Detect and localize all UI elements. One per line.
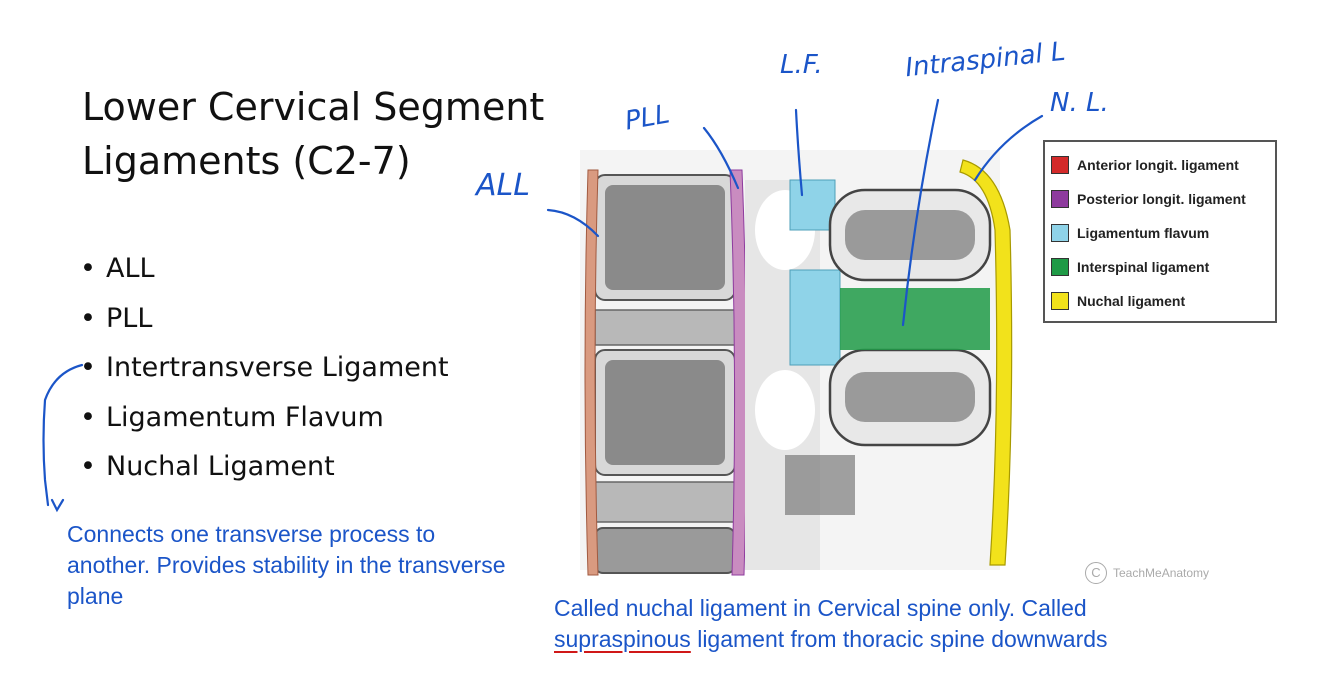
legend-item: Interspinal ligament	[1051, 250, 1269, 284]
bullet-item: • Ligamentum Flavum	[80, 393, 449, 443]
legend-item: Anterior longit. ligament	[1051, 148, 1269, 182]
bullet-item: • ALL	[80, 244, 449, 294]
ligament-bullet-list: • ALL • PLL • Intertransverse Ligament • Lig…	[80, 244, 449, 492]
bullet-item: • Nuchal Ligament	[80, 442, 449, 492]
interspinous-ligament	[840, 288, 990, 350]
ink-stroke	[546, 208, 600, 238]
legend-swatch	[1051, 224, 1069, 242]
slide-title-line-1: Lower Cervical Segment	[82, 85, 545, 129]
ink-stroke	[901, 98, 940, 327]
copyright-text: TeachMeAnatomy	[1113, 566, 1210, 580]
intertransverse-note: Connects one transverse process to anoth…	[67, 521, 506, 609]
nuchal-note-part-2: ligament from thoracic spine downwards	[690, 626, 1108, 652]
bullet-text: PLL	[106, 302, 153, 334]
bullet-dot: •	[80, 302, 96, 334]
legend-item: Posterior longit. ligament	[1051, 182, 1269, 216]
bullet-text: Ligamentum Flavum	[106, 401, 384, 433]
bullet-item: • Intertransverse Ligament	[80, 343, 449, 393]
legend-item: Nuchal ligament	[1051, 284, 1269, 318]
nuchal-note: Called nuchal ligament in Cervical spine…	[554, 593, 1114, 655]
legend-label: Ligamentum flavum	[1077, 225, 1210, 241]
bullet-dot: •	[80, 253, 96, 284]
bullet-text: Nuchal Ligament	[106, 451, 335, 482]
handwritten-label-nl: N. L.	[1050, 88, 1109, 118]
anterior-longitudinal-ligament	[584, 169, 599, 576]
ink-stroke	[973, 114, 1044, 182]
legend-label: Interspinal ligament	[1077, 259, 1210, 275]
handwritten-label-lf: L.F.	[780, 50, 823, 80]
legend-swatch	[1051, 292, 1069, 310]
legend-swatch	[1051, 258, 1069, 276]
legend-label: Anterior longit. ligament	[1077, 157, 1239, 173]
legend-label: Posterior longit. ligament	[1077, 191, 1246, 207]
slide-title: Lower Cervical Segment Ligaments (C2-7)	[82, 80, 544, 188]
ink-stroke	[794, 108, 804, 197]
legend-swatch	[1051, 190, 1069, 208]
bullet-item: • PLL	[80, 294, 449, 344]
nuchal-ligament	[959, 159, 1013, 566]
copyright-mark: C TeachMeAnatomy	[1085, 562, 1209, 584]
bullet-dot: •	[80, 352, 96, 383]
cervical-spine-illustration	[580, 150, 1013, 576]
ligament-legend: Anterior longit. ligament Posterior long…	[1043, 140, 1277, 323]
bullet-text: ALL	[106, 253, 155, 284]
slide-title-line-2: Ligaments (C2-7)	[82, 139, 411, 183]
nuchal-note-part-1: Called nuchal ligament in Cervical spine…	[554, 595, 1087, 621]
supraspinous-underlined: supraspinous	[554, 626, 691, 652]
legend-item: Ligamentum flavum	[1051, 216, 1269, 250]
vertebral-bodies	[594, 174, 736, 574]
bullet-text: Intertransverse Ligament	[106, 352, 449, 383]
bullet-dot: •	[80, 401, 96, 433]
spinous-processes	[828, 188, 992, 447]
legend-label: Nuchal ligament	[1077, 293, 1186, 309]
handwritten-label-all: ALL	[476, 168, 530, 203]
ink-stroke	[42, 363, 84, 507]
copyright-symbol: C	[1085, 562, 1107, 584]
ink-stroke	[50, 498, 65, 513]
legend-swatch	[1051, 156, 1069, 174]
bullet-dot: •	[80, 451, 96, 482]
ink-stroke	[702, 126, 740, 190]
